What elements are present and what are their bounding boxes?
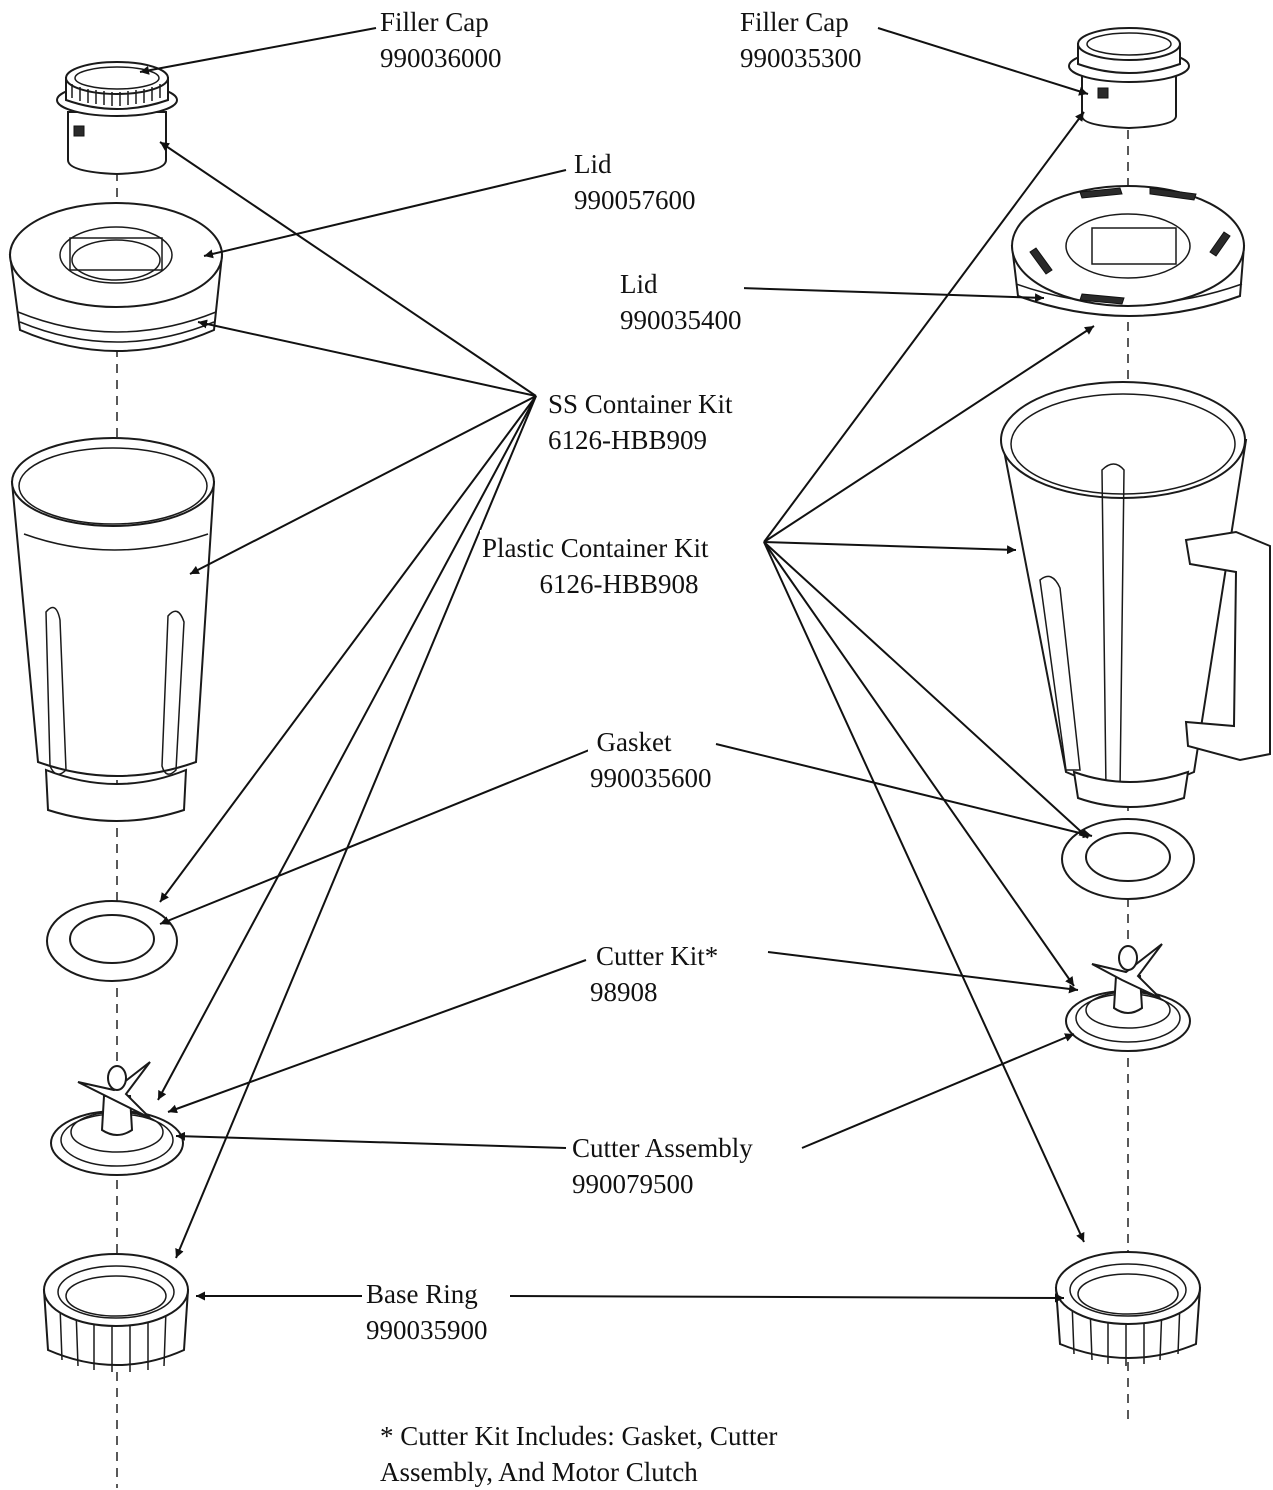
footnote-line-1: * Cutter Kit Includes: Gasket, Cutter (380, 1421, 778, 1451)
ss-cutter-drawing (50, 1061, 184, 1176)
gasket-part-number: 990035600 (590, 763, 712, 793)
filler-cap-ss-name: Filler Cap (380, 7, 489, 37)
lid-ss-part-number: 990057600 (574, 185, 696, 215)
plastic-lid-drawing (1010, 185, 1246, 317)
label-gasket: Gasket 990035600 (588, 724, 714, 796)
plastic-gasket-drawing (1061, 818, 1195, 900)
plastic-cutter-drawing (1065, 943, 1191, 1052)
filler-cap-ss-part-number: 990036000 (380, 43, 502, 73)
ss-lid-drawing (8, 202, 224, 352)
lid-plastic-part-number: 990035400 (620, 305, 742, 335)
lid-ss-name: Lid (574, 149, 612, 179)
label-cutter-kit: Cutter Kit* 98908 (588, 938, 721, 1010)
filler-cap-plastic-name: Filler Cap (740, 7, 849, 37)
label-filler-cap-ss: Filler Cap 990036000 (378, 4, 504, 76)
lid-plastic-name: Lid (620, 269, 658, 299)
leader-lines (139, 27, 1095, 1303)
base-ring-part-number: 990035900 (366, 1315, 488, 1345)
label-filler-cap-plastic: Filler Cap 990035300 (738, 4, 864, 76)
gasket-name: Gasket (596, 727, 672, 757)
ss-filler-cap-drawing (56, 61, 178, 176)
label-base-ring: Base Ring 990035900 (364, 1276, 490, 1348)
base-ring-name: Base Ring (366, 1279, 478, 1309)
cutter-kit-name: Cutter Kit* (596, 941, 719, 971)
filler-cap-plastic-part-number: 990035300 (740, 43, 862, 73)
label-lid-plastic: Lid 990035400 (618, 266, 744, 338)
label-cutter-assembly: Cutter Assembly 990079500 (570, 1130, 755, 1202)
label-plastic-container-kit: Plastic Container Kit 6126-HBB908 (480, 530, 711, 602)
ss-container-kit-name: SS Container Kit (548, 389, 733, 419)
label-ss-container-kit: SS Container Kit 6126-HBB909 (546, 386, 735, 458)
cutter-assembly-part-number: 990079500 (572, 1169, 694, 1199)
ss-gasket-drawing (46, 900, 178, 982)
label-lid-ss: Lid 990057600 (572, 146, 698, 218)
plastic-container-kit-name: Plastic Container Kit (482, 533, 709, 563)
cutter-assembly-name: Cutter Assembly (572, 1133, 753, 1163)
ss-base-ring-drawing (42, 1253, 190, 1372)
cutter-kit-part-number: 98908 (590, 977, 658, 1007)
ss-container-drawing (10, 437, 216, 822)
plastic-container-drawing (1000, 381, 1271, 808)
plastic-container-kit-part-number: 6126-HBB908 (539, 569, 699, 599)
plastic-filler-cap-drawing (1068, 27, 1190, 130)
footnote-line-2: Assembly, And Motor Clutch (380, 1457, 698, 1487)
ss-container-kit-part-number: 6126-HBB909 (548, 425, 708, 455)
plastic-base-ring-drawing (1054, 1251, 1202, 1366)
cutter-kit-footnote: * Cutter Kit Includes: Gasket, Cutter As… (380, 1418, 777, 1490)
